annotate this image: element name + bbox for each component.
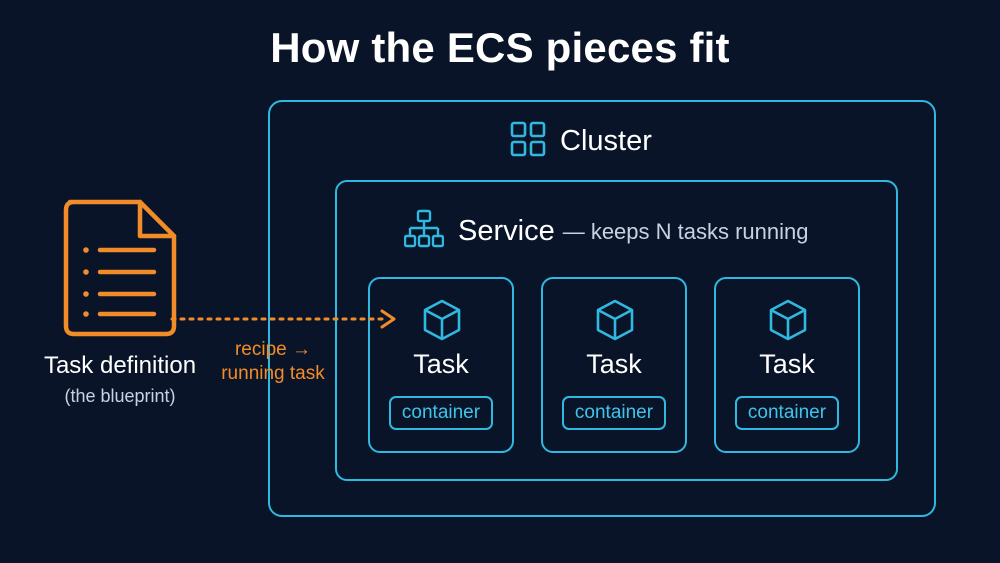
cube-icon <box>765 297 811 348</box>
cube-icon <box>419 297 465 348</box>
task-label: Task <box>413 349 469 379</box>
task-box: Task container <box>714 277 860 453</box>
cluster-title: Cluster <box>560 125 652 157</box>
task-definition-subtitle: (the blueprint) <box>64 386 176 406</box>
task-box: Task container <box>368 277 514 453</box>
container-badge: container <box>389 396 493 430</box>
service-box <box>335 180 898 481</box>
diagram-title: How the ECS pieces fit <box>270 24 730 71</box>
task-definition-title: Task definition <box>43 352 197 379</box>
hierarchy-icon <box>403 209 445 254</box>
task-label: Task <box>586 349 642 379</box>
dotted-arrow <box>170 306 402 337</box>
service-description: — keeps N tasks running <box>562 218 809 244</box>
service-title: Service <box>458 215 555 247</box>
arrow-label: recipe → running task <box>208 338 338 386</box>
arrow-label-line2: running task <box>221 363 325 384</box>
cube-icon <box>592 297 638 348</box>
container-badge: container <box>562 396 666 430</box>
task-box: Task container <box>541 277 687 453</box>
cluster-box <box>268 100 936 517</box>
cluster-label: Cluster <box>510 121 652 162</box>
task-label: Task <box>759 349 815 379</box>
document-icon <box>60 198 180 345</box>
container-badge: container <box>735 396 839 430</box>
arrow-label-line1: recipe → <box>234 339 312 360</box>
service-label: Service — keeps N tasks running <box>403 209 809 254</box>
grid-icon <box>510 121 546 162</box>
